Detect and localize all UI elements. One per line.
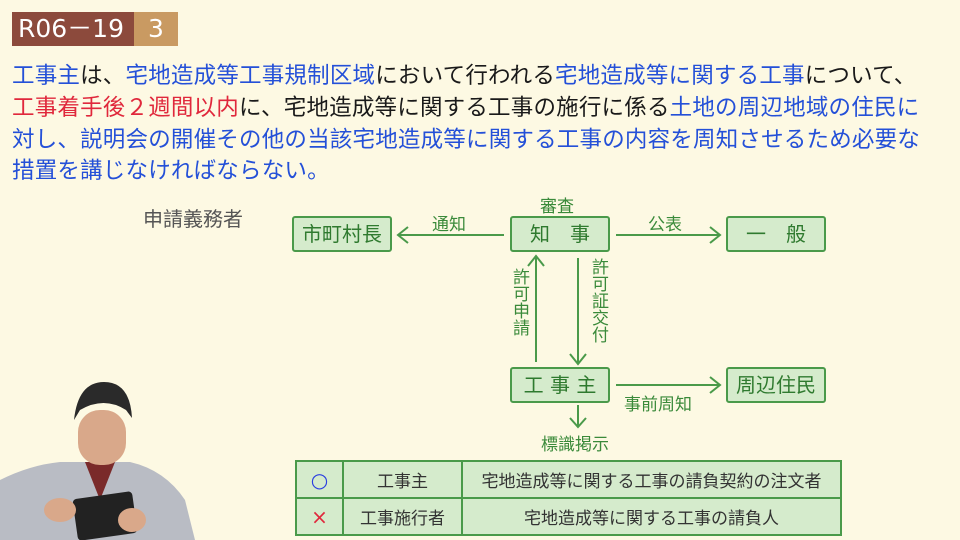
table-row: × 工事施行者 宅地造成等に関する工事の請負人	[295, 497, 842, 536]
statement-line: 対し、説明会の開催その他の当該宅地造成等に関する工事の内容を周知させるため必要な	[12, 122, 920, 154]
diagram-title: 申請義務者	[143, 207, 243, 231]
question-id-badge: R06－19	[12, 12, 134, 46]
statement-segment: 宅地造成等に関する工事	[555, 63, 805, 89]
statement-segment: において行われる	[375, 63, 556, 89]
statement-segment: について、	[804, 63, 917, 89]
answer-badge: 3	[134, 12, 178, 46]
arrow-sign	[569, 405, 587, 429]
statement-segment: は、	[80, 63, 126, 89]
statement-segment: 対し、説明会の開催その他の当該宅地造成等に関する工事の内容を周知させるため必要な	[12, 127, 921, 153]
definition-cell: 宅地造成等に関する工事の請負人	[461, 497, 842, 536]
term-cell: 工事主	[342, 460, 463, 499]
label-announce: 公表	[648, 215, 682, 235]
arrow-apply	[527, 254, 545, 362]
statement-segment: 措置を講じなければならない。	[12, 158, 330, 184]
label-apply: 許可申請	[509, 268, 529, 336]
presenter-video	[0, 382, 195, 540]
label-issue: 許可証交付	[588, 258, 608, 343]
statement-line: 措置を講じなければならない。	[12, 153, 330, 185]
statement-line: 工事着手後２週間以内に、宅地造成等に関する工事の施行に係る土地の周辺地域の住民に	[12, 90, 919, 122]
mark-correct: ○	[295, 460, 344, 499]
mark-wrong: ×	[295, 497, 344, 536]
arrow-prior-notice	[616, 376, 722, 394]
statement-segment: 土地の周辺地域の住民に	[669, 95, 920, 121]
label-review: 審査	[540, 197, 574, 217]
box-residents: 周辺住民	[726, 367, 826, 403]
table-row: ○ 工事主 宅地造成等に関する工事の請負契約の注文者	[295, 460, 842, 499]
box-owner: 工 事 主	[510, 367, 610, 403]
term-cell: 工事施行者	[342, 497, 463, 536]
label-notify: 通知	[432, 215, 466, 235]
box-public: 一 般	[726, 216, 826, 252]
label-prior-notice: 事前周知	[624, 395, 692, 415]
box-governor: 知 事	[510, 216, 610, 252]
statement-segment: 宅地造成等工事規制区域	[125, 63, 376, 89]
arrow-notify	[396, 226, 504, 244]
label-sign: 標識掲示	[541, 435, 609, 455]
arrow-announce	[616, 226, 722, 244]
statement-segment: 工事主	[12, 63, 81, 89]
statement-line: 工事主は、宅地造成等工事規制区域において行われる宅地造成等に関する工事について、	[12, 58, 916, 90]
statement-segment: 工事着手後２週間以内	[12, 95, 240, 121]
definition-table: ○ 工事主 宅地造成等に関する工事の請負契約の注文者 × 工事施行者 宅地造成等…	[295, 460, 842, 536]
statement-segment: に、宅地造成等に関する工事の施行に係る	[239, 95, 670, 121]
definition-cell: 宅地造成等に関する工事の請負契約の注文者	[461, 460, 842, 499]
arrow-issue	[569, 258, 587, 366]
box-mayor: 市町村長	[292, 216, 392, 252]
